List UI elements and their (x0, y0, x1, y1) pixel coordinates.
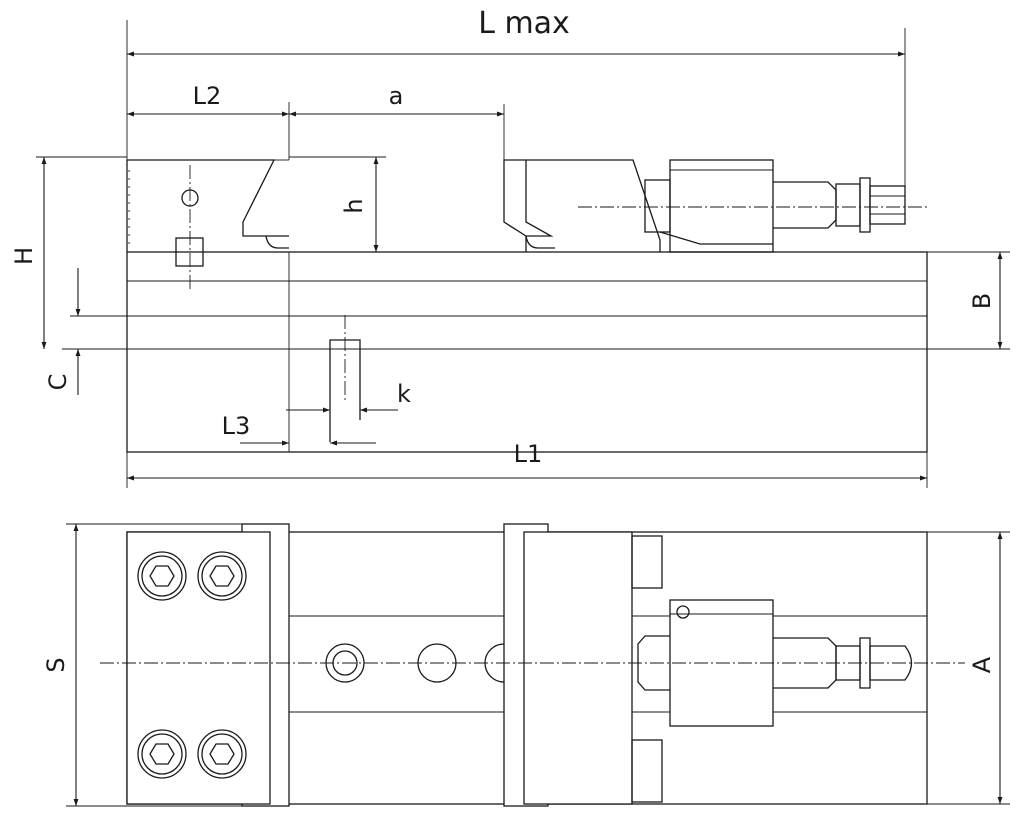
label-l3: L3 (222, 412, 251, 440)
movable-jaw-step (525, 235, 555, 249)
movable-jaw-body (525, 159, 661, 252)
label-l1: L1 (514, 440, 543, 468)
label-h-lower: h (340, 198, 368, 213)
bolt-top-right (197, 551, 247, 601)
jaw-set-screw (175, 237, 204, 267)
top-movable-jaw (523, 531, 633, 805)
base-body (126, 251, 928, 453)
fixed-jaw (126, 159, 289, 252)
label-a: a (389, 82, 404, 110)
top-view: S A (42, 523, 1010, 807)
top-spindle-end (869, 645, 913, 681)
label-l2: L2 (193, 82, 222, 110)
spindle-shaft (773, 181, 837, 229)
jaw-guide-top (631, 535, 663, 589)
side-view: L max L2 a H h B C k L3 (10, 6, 1010, 488)
bolt-bottom-left (137, 729, 187, 779)
label-c: C (44, 374, 72, 391)
housing-chamfer (659, 231, 773, 245)
grease-nipple (676, 605, 690, 619)
label-k: k (397, 380, 411, 408)
label-lmax: L max (478, 6, 570, 41)
spindle-housing (669, 159, 774, 253)
spindle-flange (859, 177, 871, 233)
jaw-guide-bottom (631, 739, 663, 803)
fixed-jaw-step (265, 235, 289, 249)
spindle-hex-end (869, 185, 906, 225)
label-b: B (968, 293, 996, 309)
spindle-neck (835, 183, 861, 227)
movable-jaw-front (503, 159, 554, 237)
label-s: S (42, 657, 70, 672)
label-h-upper: H (10, 247, 38, 265)
label-a-upper: A (968, 656, 996, 673)
bolt-bottom-right (197, 729, 247, 779)
bolt-top-left (137, 551, 187, 601)
spindle-collar (644, 179, 671, 233)
